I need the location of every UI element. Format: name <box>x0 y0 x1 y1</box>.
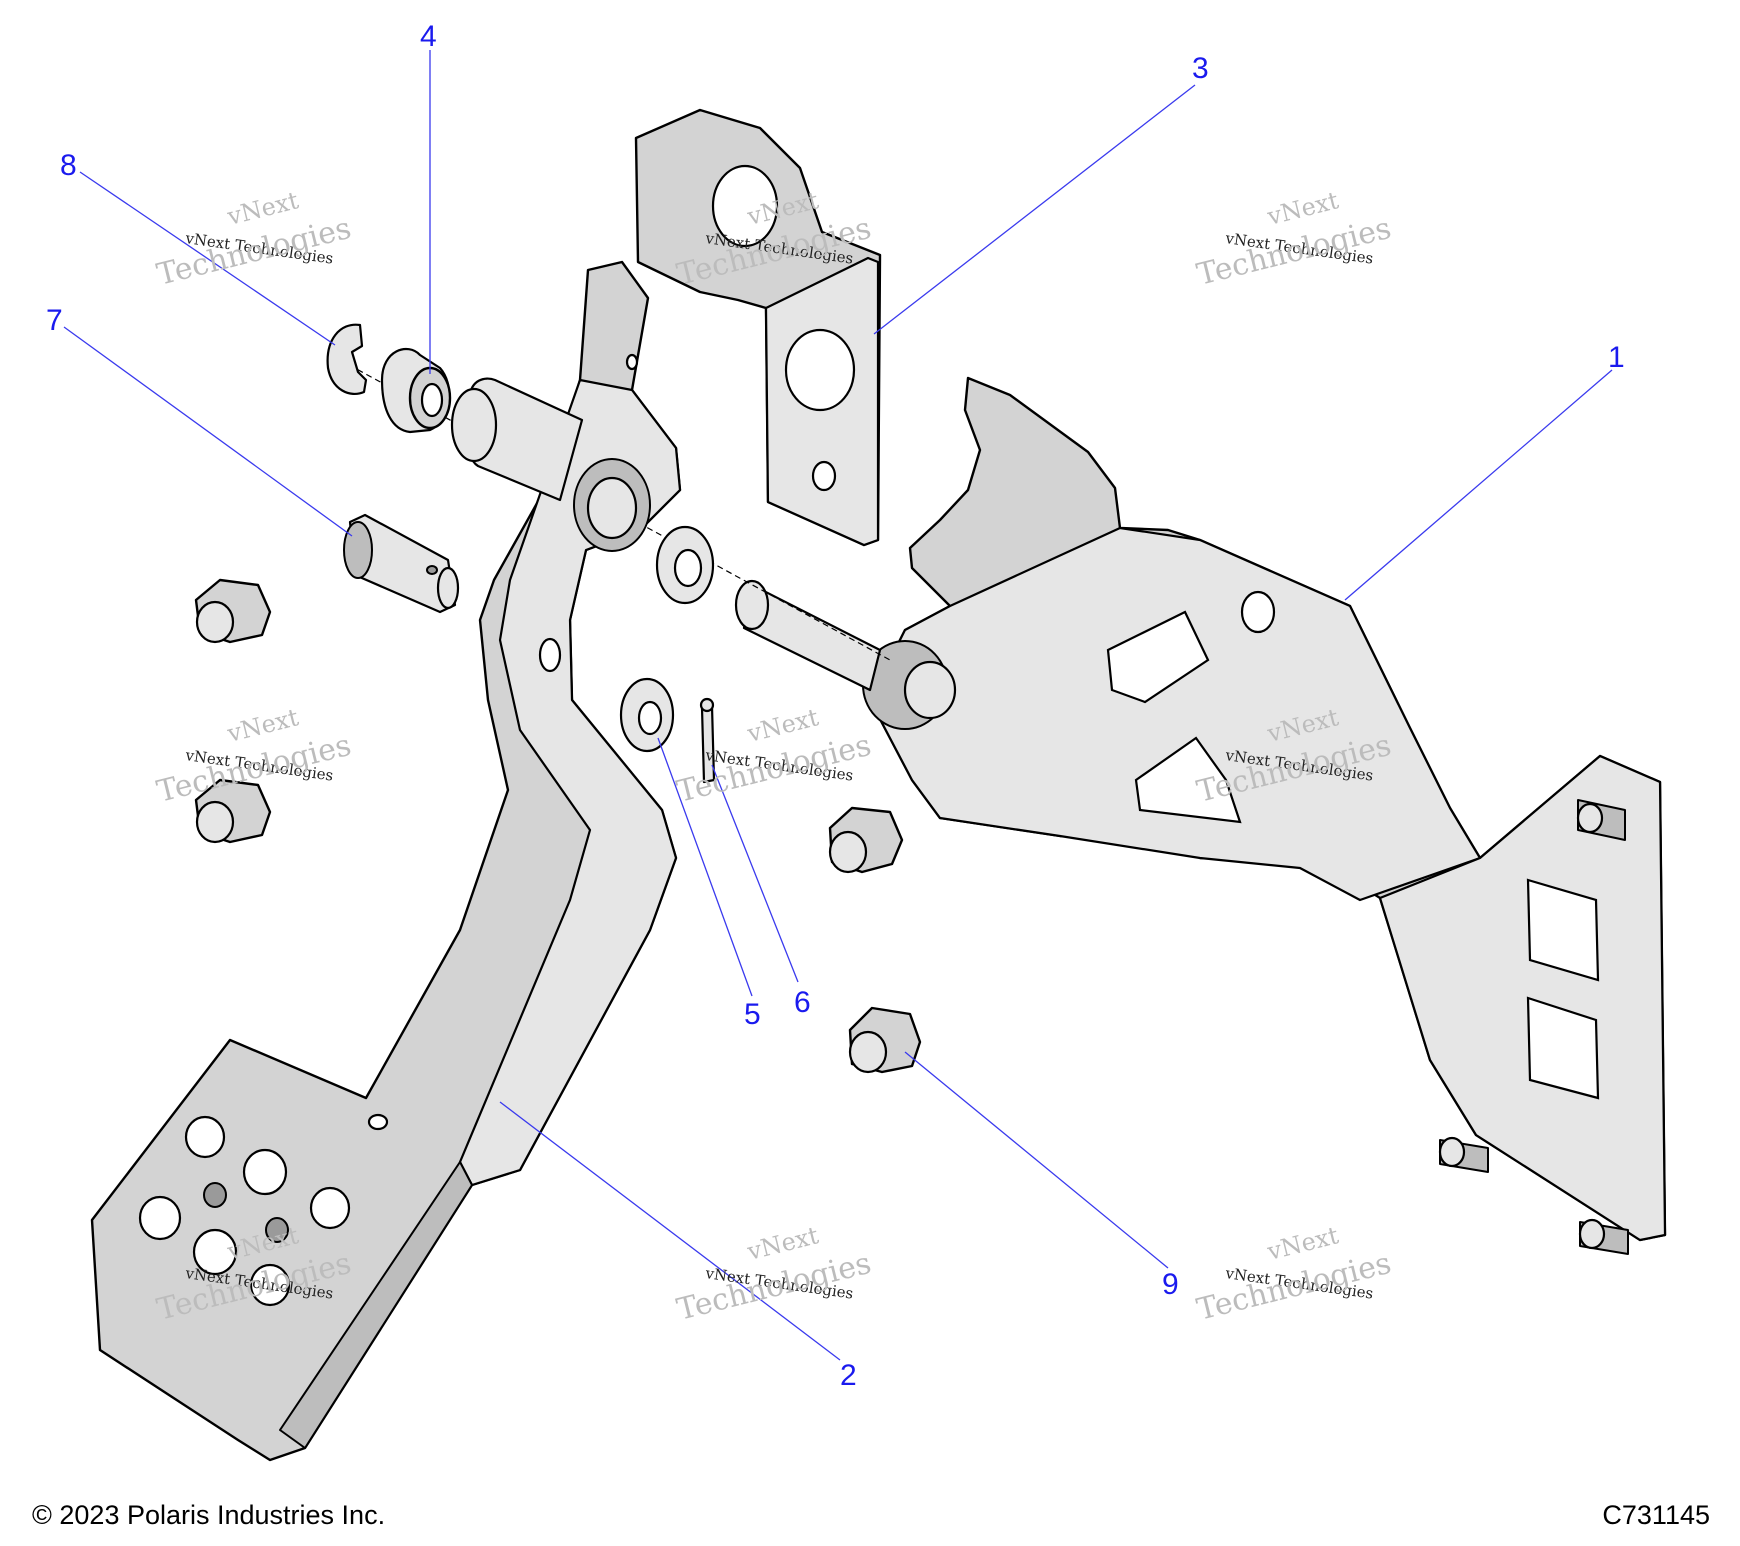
callout-8: 8 <box>60 149 77 182</box>
copyright-notice: © 2023 Polaris Industries Inc. <box>32 1500 386 1530</box>
part-7-clevis-pin <box>343 513 460 614</box>
leader-3 <box>873 84 1196 335</box>
pedal-pivot-sleeve <box>450 377 584 502</box>
leader-5 <box>657 737 753 997</box>
leader-9 <box>904 1051 1169 1269</box>
leader-1 <box>1344 369 1613 601</box>
part-8-retaining-clip <box>326 323 368 395</box>
part-6-cotter-pin <box>699 697 716 784</box>
leader-6 <box>711 764 799 983</box>
callout-1: 1 <box>1608 341 1625 374</box>
callout-9: 9 <box>1162 1268 1179 1301</box>
callout-6: 6 <box>794 986 811 1019</box>
part-4-bushing <box>380 347 452 434</box>
callout-2: 2 <box>840 1359 857 1392</box>
part-9-flange-nut-3 <box>828 806 904 874</box>
drawing-number: C731145 <box>1602 1500 1710 1530</box>
part-3-upper-bracket <box>634 108 882 547</box>
callout-7: 7 <box>46 304 63 337</box>
pivot-washer <box>655 525 715 605</box>
leader-2 <box>499 1101 841 1361</box>
part-1-main-bracket <box>862 376 1667 1255</box>
callout-labels: 1 2 3 4 5 6 7 8 9 <box>46 20 1625 1392</box>
leader-lines <box>63 50 1613 1361</box>
callout-3: 3 <box>1192 52 1209 85</box>
part-5-flat-washer <box>619 677 675 753</box>
leader-8 <box>79 171 336 346</box>
part-9-flange-nut-1 <box>194 578 272 644</box>
part-2-brake-pedal <box>90 260 682 1462</box>
callout-5: 5 <box>744 998 761 1031</box>
leader-7 <box>63 326 353 537</box>
callout-4: 4 <box>420 20 437 53</box>
part-9-flange-nut-4 <box>848 1006 922 1074</box>
part-9-flange-nut-2 <box>194 778 272 844</box>
